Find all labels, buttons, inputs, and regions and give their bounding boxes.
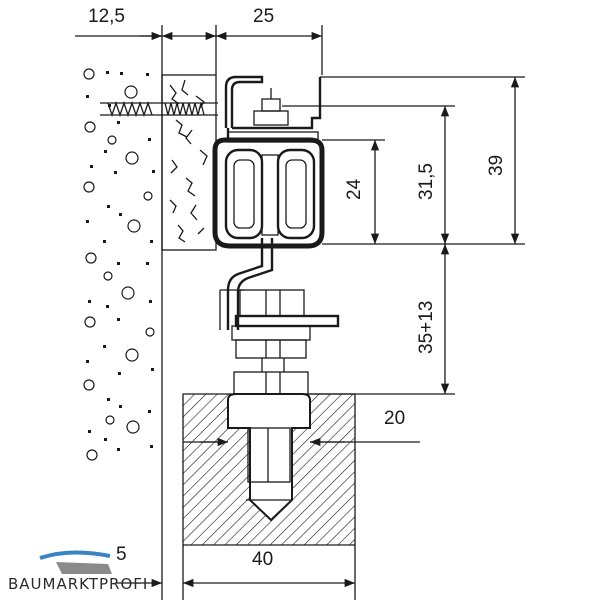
concrete-wall [83, 68, 163, 600]
dim-adjust-range: 35+13 [416, 301, 437, 354]
wood-spacer-block [161, 74, 217, 251]
brand-logo-text: BAUMARKTPROFI [8, 575, 149, 593]
concrete-speckles [86, 71, 155, 451]
door-leaf [182, 393, 356, 546]
dimension-lines [75, 25, 525, 600]
adjustment-bolt [231, 289, 340, 395]
brand-logo-mark [39, 550, 112, 574]
dim-hanger-height: 31,5 [416, 163, 437, 200]
roller-wheels [224, 148, 316, 240]
dim-rail-width: 25 [253, 6, 274, 27]
dim-total-height: 39 [486, 155, 507, 176]
dim-door-thickness: 40 [252, 549, 273, 570]
dim-rail-height: 24 [344, 178, 365, 200]
running-rail [212, 75, 325, 249]
dim-door-offset: 5 [116, 544, 127, 565]
anchor-screw [100, 100, 218, 118]
top-nut [253, 88, 289, 126]
dim-wall-offset: 12,5 [88, 6, 125, 27]
dim-bolt-spacing: 20 [384, 408, 405, 429]
concrete-texture [83, 68, 155, 461]
hanger-bracket [219, 238, 274, 330]
